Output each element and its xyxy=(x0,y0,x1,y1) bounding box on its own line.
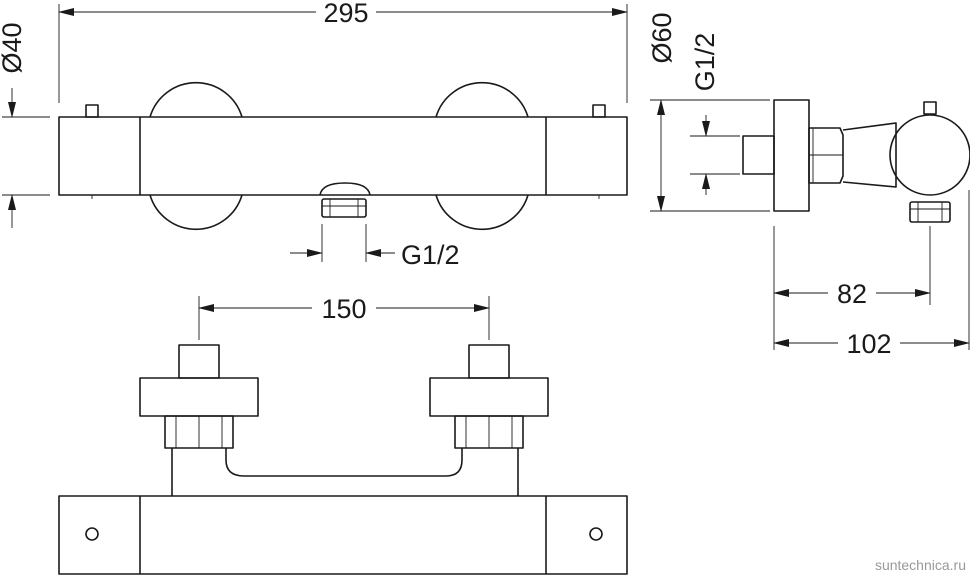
dim-label-295: 295 xyxy=(323,0,368,28)
dim-projection-total: 102 xyxy=(773,190,970,359)
dim-overall-length: 295 xyxy=(58,0,628,103)
dim-label-d60: Ø60 xyxy=(647,12,677,63)
side-view xyxy=(742,99,970,223)
dim-inlet-spacing: 150 xyxy=(198,294,490,340)
dim-body-diameter: Ø40 xyxy=(0,22,50,228)
watermark-text: suntechnica.ru xyxy=(875,557,966,573)
dim-label-102: 102 xyxy=(846,329,891,359)
dim-label-82: 82 xyxy=(837,279,867,309)
dim-escutcheon-diameter: Ø60 xyxy=(647,12,770,212)
dim-label-150: 150 xyxy=(321,294,366,324)
dim-label-inlet-g12: G1/2 xyxy=(690,33,720,92)
front-view xyxy=(58,81,628,231)
dim-inlet-thread: G1/2 xyxy=(690,33,740,195)
dim-projection-body: 82 xyxy=(773,226,931,350)
top-view xyxy=(58,344,628,575)
dim-outlet-thread: G1/2 xyxy=(290,224,460,270)
dim-label-outlet-g12: G1/2 xyxy=(401,240,460,270)
dim-label-d40: Ø40 xyxy=(0,22,27,73)
